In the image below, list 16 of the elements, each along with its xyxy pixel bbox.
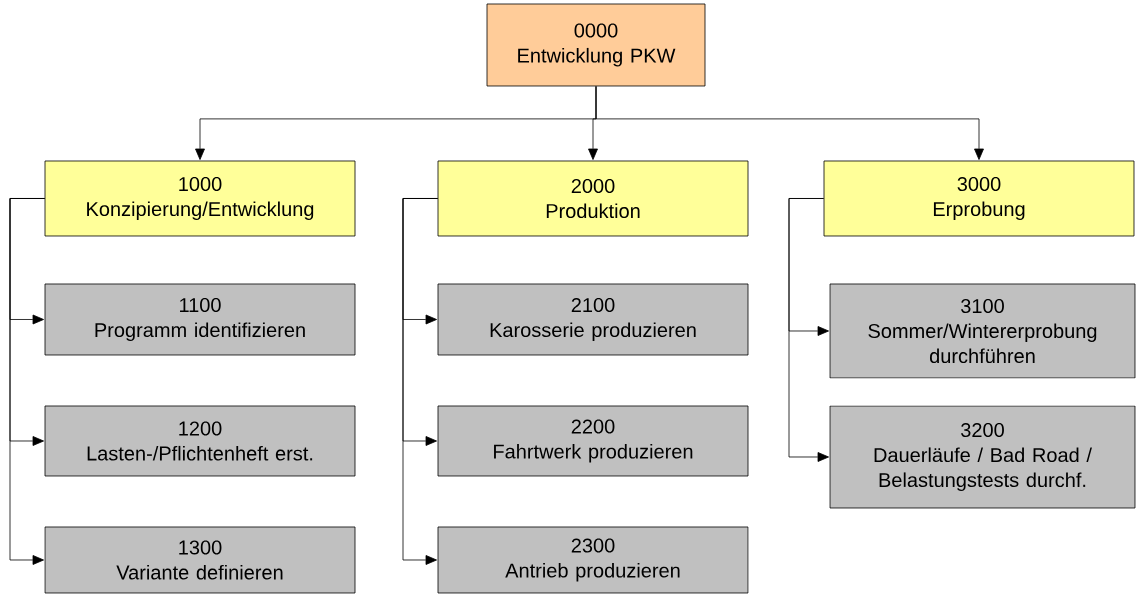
task-box: 2300 Antrieb produzieren: [437, 526, 749, 594]
task-box: 1200 Lasten-/Pflichtenheft erst.: [44, 405, 356, 477]
arrow: [788, 198, 829, 462]
arrow: [402, 198, 438, 565]
phase-box: 3000 Erprobung: [823, 160, 1135, 237]
task-box: 3100 Sommer/Wintererprobung durchführen: [829, 283, 1136, 379]
arrow: [595, 86, 984, 160]
task-box: 1100 Programm identifizieren: [44, 283, 356, 356]
phase-box: 2000 Produktion: [437, 160, 749, 237]
arrow: [9, 198, 45, 565]
phase-box: 1000 Konzipierung/Entwicklung: [44, 160, 356, 237]
root-box: 0000 Entwicklung PKW: [486, 3, 706, 87]
task-box: 2200 Fahrtwerk produzieren: [437, 405, 749, 477]
task-box: 1300 Variante definieren: [44, 526, 356, 594]
task-box: 2100 Karosserie produzieren: [437, 283, 749, 356]
task-box: 3200 Dauerläufe / Bad Road / Belastungstests durchf.: [829, 405, 1136, 509]
